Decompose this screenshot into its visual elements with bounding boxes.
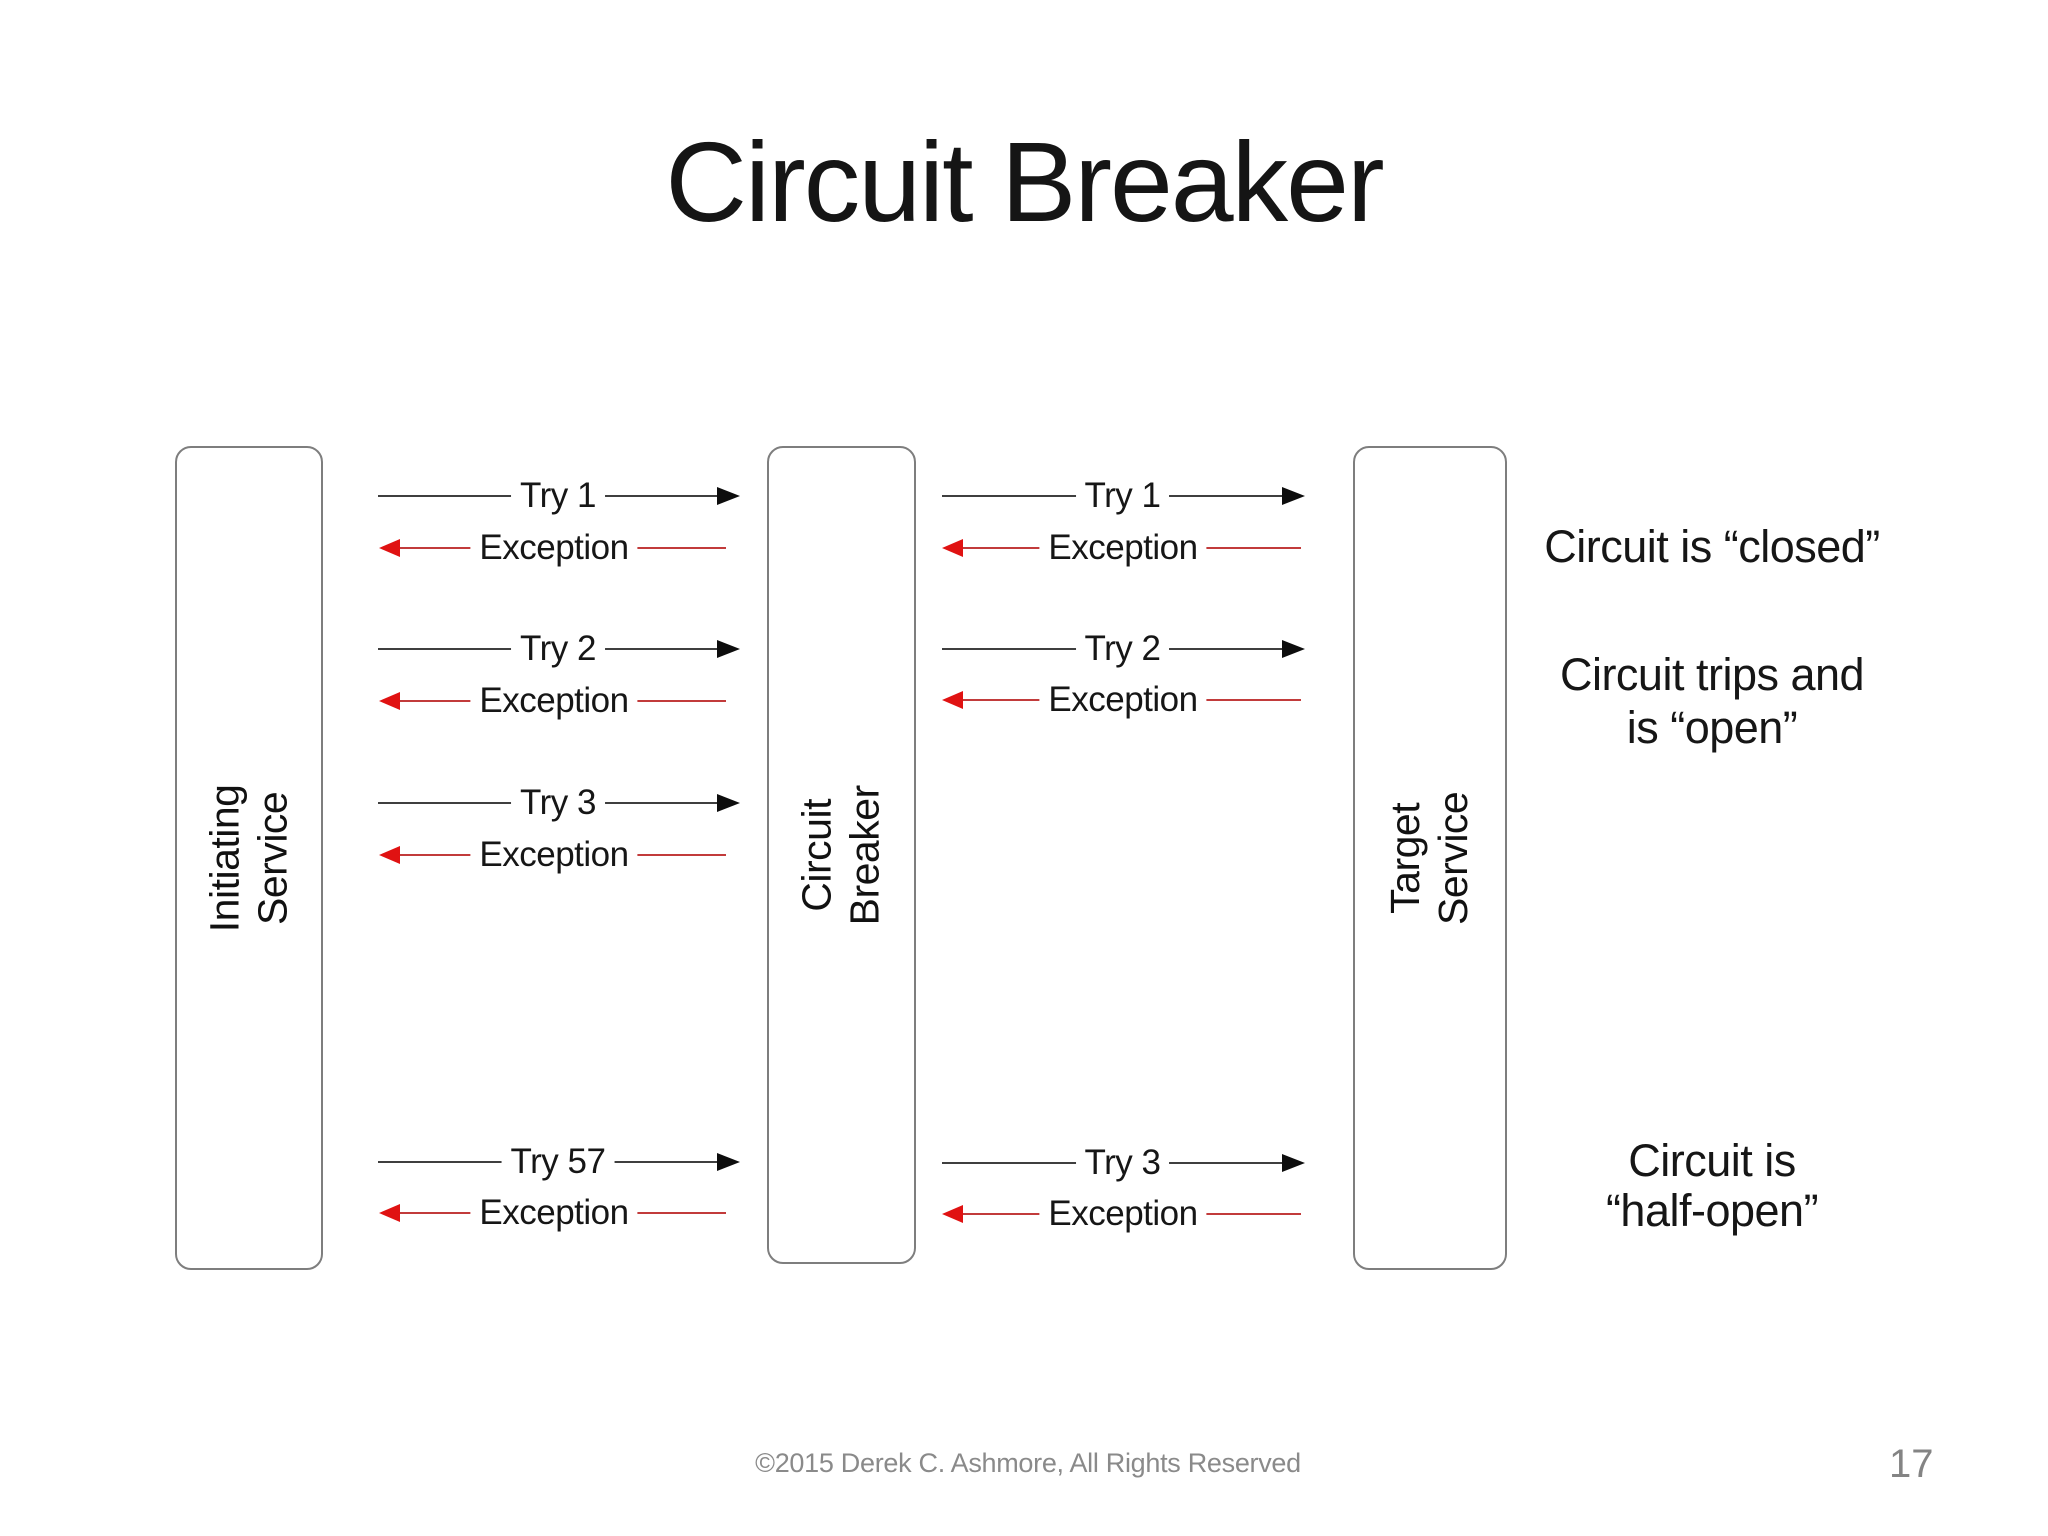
arrowhead-left-icon: [942, 539, 963, 557]
target-service-label-line2: Service: [1431, 791, 1477, 925]
try-arrow: Try 2: [942, 629, 1305, 669]
exception-arrow: Exception: [379, 528, 728, 568]
target-service-box: Target Service: [1353, 446, 1507, 1270]
annotation-circuit-half-open: Circuit is “half-open”: [1605, 1135, 1819, 1236]
try-arrow: Try 2: [378, 629, 740, 669]
exception-arrow: Exception: [942, 1194, 1303, 1234]
arrowhead-left-icon: [942, 1205, 963, 1223]
target-service-label: Target Service: [1382, 791, 1479, 924]
arrow-label: Exception: [470, 1193, 638, 1233]
annotation-line: is “open”: [1626, 702, 1798, 753]
circuit-breaker-label-line2: Breaker: [842, 784, 889, 926]
exception-arrow: Exception: [942, 680, 1303, 720]
arrow-label: Exception: [470, 835, 638, 875]
arrow-label: Try 2: [1075, 629, 1170, 669]
initiating-service-box: Initiating Service: [175, 446, 323, 1270]
initiating-service-label-line1: Initiating: [201, 784, 248, 932]
arrowhead-right-icon: [1282, 640, 1305, 658]
try-arrow: Try 3: [942, 1143, 1305, 1183]
arrow-label: Try 2: [511, 629, 605, 669]
annotation-circuit-closed: Circuit is “closed”: [1544, 520, 1880, 573]
arrowhead-right-icon: [1282, 487, 1305, 505]
try-arrow: Try 57: [378, 1142, 740, 1182]
arrowhead-right-icon: [717, 794, 740, 812]
target-service-label-line1: Target: [1382, 802, 1429, 914]
try-arrow: Try 1: [378, 476, 740, 516]
arrowhead-left-icon: [942, 691, 963, 709]
arrowhead-right-icon: [717, 640, 740, 658]
exception-arrow: Exception: [379, 835, 728, 875]
arrowhead-left-icon: [379, 1204, 400, 1222]
arrow-label: Try 1: [1075, 476, 1170, 516]
arrow-label: Exception: [1039, 680, 1207, 720]
try-arrow: Try 3: [378, 783, 740, 823]
arrow-label: Try 3: [1075, 1143, 1170, 1183]
initiating-service-label-line2: Service: [250, 791, 296, 925]
arrow-label: Exception: [1039, 528, 1207, 568]
copyright-footer: ©2015 Derek C. Ashmore, All Rights Reser…: [755, 1448, 1301, 1478]
arrowhead-right-icon: [1282, 1154, 1305, 1172]
exception-arrow: Exception: [942, 528, 1303, 568]
exception-arrow: Exception: [379, 681, 728, 721]
annotation-line: Circuit is: [1628, 1135, 1796, 1186]
initiating-service-label: Initiating Service: [201, 784, 298, 932]
annotation-line: “half-open”: [1605, 1185, 1819, 1236]
annotation-line: Circuit is “closed”: [1544, 521, 1880, 572]
page-number: 17: [1889, 1442, 1934, 1486]
circuit-breaker-label-line1: Circuit: [794, 798, 841, 912]
exception-arrow: Exception: [379, 1193, 728, 1233]
arrowhead-left-icon: [379, 846, 400, 864]
arrow-label: Try 57: [501, 1142, 615, 1182]
arrow-label: Try 3: [511, 783, 605, 823]
arrow-label: Exception: [1039, 1194, 1207, 1234]
arrow-label: Exception: [470, 528, 638, 568]
arrowhead-left-icon: [379, 539, 400, 557]
arrowhead-right-icon: [717, 1153, 740, 1171]
circuit-breaker-label: Circuit Breaker: [793, 785, 890, 925]
circuit-breaker-box: Circuit Breaker: [767, 446, 916, 1264]
annotation-circuit-open: Circuit trips and is “open”: [1559, 648, 1865, 754]
annotation-line: Circuit trips and: [1559, 649, 1865, 700]
arrowhead-left-icon: [379, 692, 400, 710]
arrowhead-right-icon: [717, 487, 740, 505]
try-arrow: Try 1: [942, 476, 1305, 516]
slide-title: Circuit Breaker: [665, 119, 1384, 245]
arrow-label: Try 1: [511, 476, 605, 516]
arrow-label: Exception: [470, 681, 638, 721]
